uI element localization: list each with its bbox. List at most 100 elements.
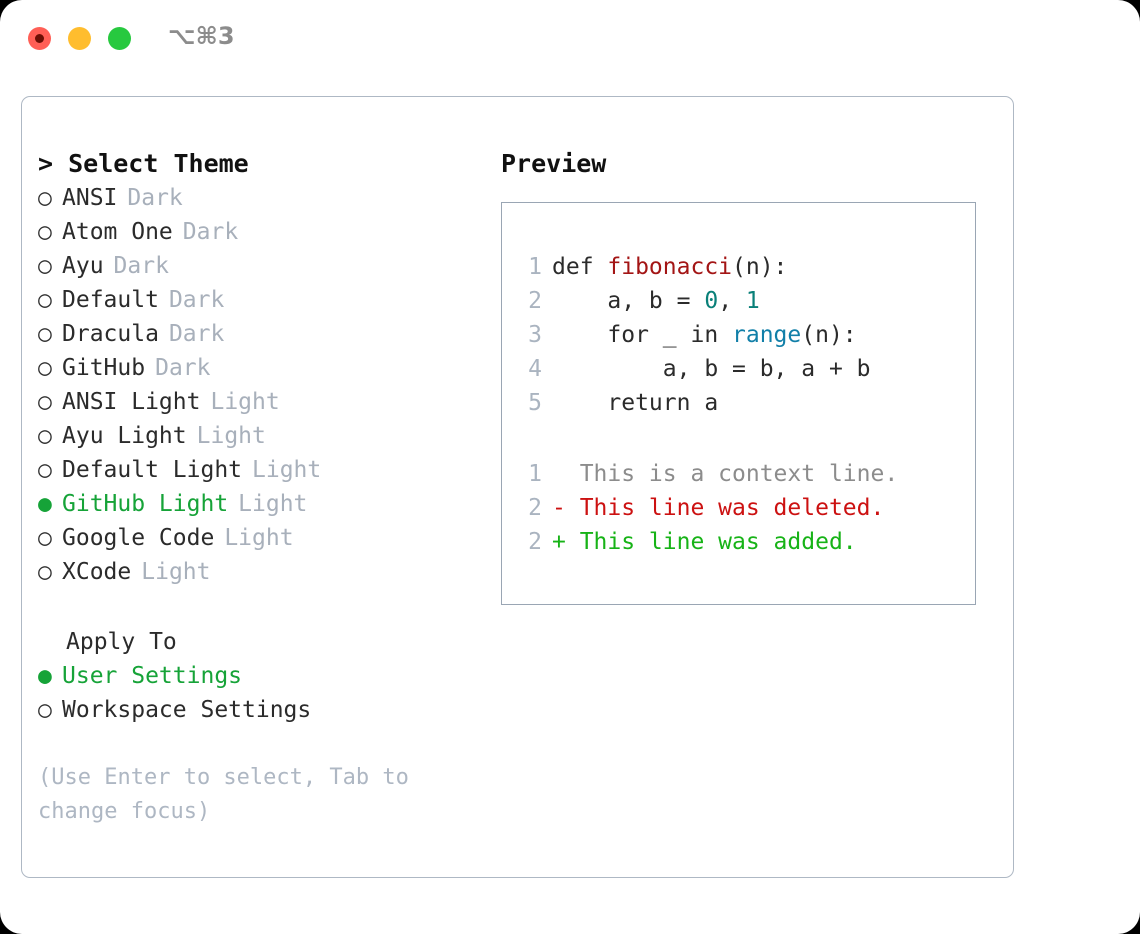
apply-to-option-user-settings[interactable]: ●User Settings — [38, 659, 498, 693]
theme-variant-label: Light — [141, 559, 211, 585]
diff-line-added: 2 + This line was added. — [514, 525, 964, 559]
code-token-call: range — [732, 322, 802, 348]
theme-variant-label: Dark — [168, 287, 225, 313]
diff-line-text: + This line was added. — [552, 529, 857, 555]
title-bar: ⌥⌘3 — [0, 0, 1140, 78]
code-line: 3 for _ in range(n): — [514, 318, 964, 352]
code-line: 5 return a — [514, 386, 964, 420]
maximize-button-icon[interactable] — [108, 27, 131, 50]
radio-unselected-icon: ○ — [38, 185, 52, 211]
radio-unselected-icon: ○ — [38, 219, 52, 245]
minimize-button-icon[interactable] — [68, 27, 91, 50]
code-token-plain: , — [718, 288, 746, 314]
theme-variant-label: Dark — [155, 355, 211, 381]
radio-selected-icon: ● — [38, 663, 52, 689]
code-token-num: 0 — [704, 288, 719, 314]
theme-option-atom-one[interactable]: ○ Atom One Dark — [38, 215, 498, 249]
code-token-plain: a, b = — [552, 288, 705, 314]
line-number: 2 — [528, 495, 542, 521]
apply-to-section: Apply To ●User Settings○Workspace Settin… — [38, 625, 498, 727]
theme-option-google-code[interactable]: ○ Google Code Light — [38, 521, 498, 555]
radio-unselected-icon: ○ — [38, 389, 52, 415]
radio-unselected-icon: ○ — [38, 559, 52, 585]
theme-option-github-light[interactable]: ● GitHub Light Light — [38, 487, 498, 521]
theme-option-dracula[interactable]: ○ Dracula Dark — [38, 317, 498, 351]
theme-variant-label: Light — [224, 525, 294, 551]
apply-to-title: Apply To — [66, 629, 177, 655]
theme-name-label: ANSI Light — [62, 389, 201, 415]
diff-line-text: - This line was deleted. — [552, 495, 885, 521]
code-token-num: 1 — [745, 288, 760, 314]
code-token-plain: def — [552, 254, 608, 280]
code-line: 4 a, b = b, a + b — [514, 352, 964, 386]
preview-title: Preview — [501, 149, 607, 178]
line-number: 2 — [528, 288, 542, 314]
theme-name-label: Ayu — [62, 253, 104, 279]
theme-variant-label: Light — [210, 389, 280, 415]
theme-name-label: GitHub Light — [62, 491, 229, 517]
theme-variant-label: Light — [238, 491, 308, 517]
theme-variant-label: Dark — [113, 253, 169, 279]
line-number: 1 — [528, 254, 542, 280]
code-line-text: for _ in range(n): — [552, 318, 857, 352]
theme-variant-label: Light — [252, 457, 322, 483]
radio-unselected-icon: ○ — [38, 321, 52, 347]
theme-variant-label: Dark — [168, 321, 225, 347]
code-line: 1 def fibonacci(n): — [514, 250, 964, 284]
code-line-text: a, b = 0, 1 — [552, 284, 760, 318]
apply-to-options[interactable]: ●User Settings○Workspace Settings — [38, 659, 498, 727]
theme-option-ansi-light[interactable]: ○ ANSI Light Light — [38, 385, 498, 419]
theme-option-xcode[interactable]: ○ XCode Light — [38, 555, 498, 589]
line-number: 1 — [528, 461, 542, 487]
theme-variant-label: Dark — [127, 185, 183, 211]
code-line-text: def fibonacci(n): — [552, 250, 787, 284]
keyboard-shortcut-label: ⌥⌘3 — [168, 22, 235, 50]
apply-to-option-workspace-settings[interactable]: ○Workspace Settings — [38, 693, 498, 727]
theme-name-label: Default Light — [62, 457, 243, 483]
theme-variant-label: Light — [196, 423, 266, 449]
theme-name-label: Atom One — [62, 219, 173, 245]
apply-to-option-label: Workspace Settings — [62, 697, 312, 723]
diff-line-deleted: 2 - This line was deleted. — [514, 491, 964, 525]
select-theme-header: > Select Theme — [38, 149, 249, 178]
code-token-func: fibonacci — [607, 254, 733, 280]
radio-unselected-icon: ○ — [38, 253, 52, 279]
code-token-plain: for _ in — [552, 322, 733, 348]
traffic-light-group — [28, 27, 131, 50]
theme-name-label: GitHub — [62, 355, 146, 381]
radio-unselected-icon: ○ — [38, 525, 52, 551]
code-line-text: return a — [552, 386, 718, 420]
theme-name-label: Google Code — [62, 525, 215, 551]
diff-line-context: 1 This is a context line. — [514, 457, 964, 491]
radio-selected-icon: ● — [38, 491, 52, 517]
theme-option-ayu[interactable]: ○ Ayu Dark — [38, 249, 498, 283]
theme-name-label: Ayu Light — [62, 423, 187, 449]
diff-sample: 1 This is a context line. 2 - This line wa… — [514, 457, 964, 559]
close-button-icon[interactable] — [28, 27, 51, 50]
line-number: 4 — [528, 356, 542, 382]
line-number: 2 — [528, 529, 542, 555]
radio-unselected-icon: ○ — [38, 457, 52, 483]
code-token-plain: (n): — [801, 322, 857, 348]
theme-name-label: XCode — [62, 559, 132, 585]
line-number: 5 — [528, 390, 542, 416]
radio-unselected-icon: ○ — [38, 287, 52, 313]
diff-line-text: This is a context line. — [552, 461, 899, 487]
code-token-plain: return a — [552, 390, 719, 416]
code-token-plain: a, b = b, a + b — [552, 356, 871, 382]
theme-variant-label: Dark — [182, 219, 239, 245]
theme-name-label: Dracula — [62, 321, 159, 347]
theme-option-default-light[interactable]: ○ Default Light Light — [38, 453, 498, 487]
